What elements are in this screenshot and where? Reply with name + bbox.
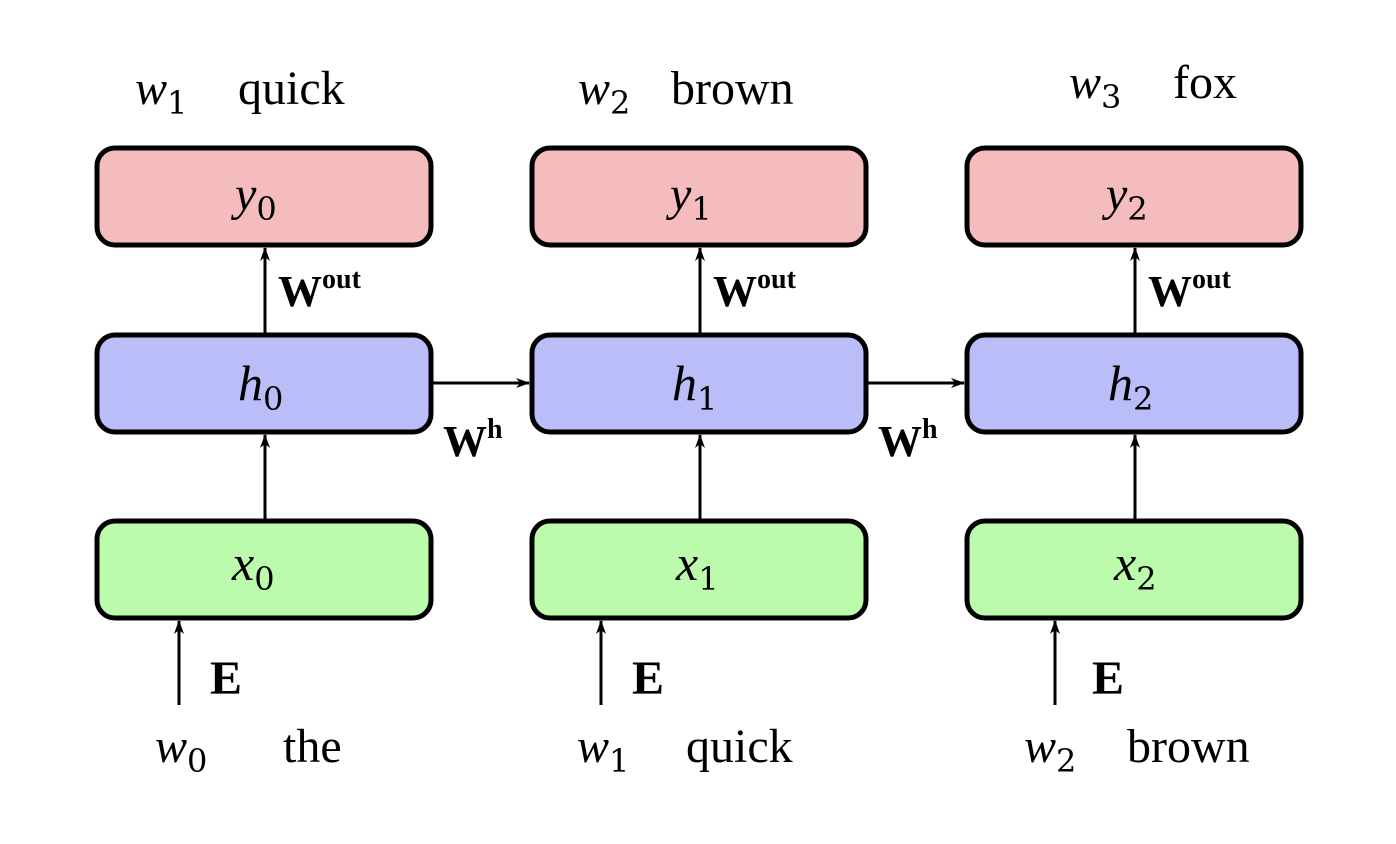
input-0-sub: 0 <box>254 560 274 598</box>
input-box-2 <box>964 518 1304 621</box>
bottom-word-0-var: w <box>155 720 187 773</box>
input-2-sub: 2 <box>1136 560 1156 598</box>
time-step-1: w2 brown y1 Wout h1 x1 E w1 quick Wh <box>529 62 965 780</box>
recurrent-weight-0-base: W <box>443 417 487 466</box>
top-word-1-var: w <box>578 62 610 115</box>
bottom-word-0-text: the <box>283 720 342 773</box>
input-box-0 <box>94 518 434 621</box>
out-weight-2-base: W <box>1148 267 1192 316</box>
top-word-1-sub: 2 <box>610 84 630 122</box>
output-label-2: y2 <box>1101 168 1148 228</box>
input-1-var: x <box>675 535 698 591</box>
bottom-word-2-text: brown <box>1127 720 1250 773</box>
bottom-word-1-text: quick <box>686 720 793 773</box>
hidden-label-1: h1 <box>672 355 717 418</box>
output-2-sub: 2 <box>1127 190 1147 228</box>
output-label-1: y1 <box>665 168 712 228</box>
input-label-0: x0 <box>231 535 275 598</box>
input-box-1 <box>529 518 869 621</box>
time-step-2: w3 fox y2 Wout h2 x2 E w2 brown <box>964 56 1304 780</box>
output-1-var: y <box>665 168 692 221</box>
input-1-sub: 1 <box>698 560 718 598</box>
bottom-word-2-var: w <box>1024 720 1056 773</box>
input-label-1: x1 <box>675 535 719 598</box>
output-2-var: y <box>1101 168 1128 221</box>
input-2-var: x <box>1113 535 1136 591</box>
hidden-label-2: h2 <box>1108 355 1153 418</box>
output-box-0 <box>94 145 434 248</box>
bottom-word-2-sub: 2 <box>1056 742 1076 780</box>
top-word-0-text: quick <box>238 62 345 115</box>
recurrent-weight-0-sup: h <box>487 414 503 445</box>
hidden-0-var: h <box>238 355 263 411</box>
bottom-word-2: w2 <box>1024 720 1076 780</box>
hidden-box-2 <box>964 332 1304 435</box>
hidden-2-var: h <box>1108 355 1133 411</box>
out-weight-0-base: W <box>278 267 322 316</box>
top-word-2-var: w <box>1069 56 1101 109</box>
input-0-var: x <box>231 535 254 591</box>
out-weight-1-sup: out <box>757 264 797 295</box>
output-0-var: y <box>230 168 257 221</box>
top-word-0-var: w <box>135 62 167 115</box>
top-word-1-text: brown <box>671 62 794 115</box>
recurrent-weight-label-1: Wh <box>878 414 938 466</box>
hidden-0-sub: 0 <box>263 380 283 418</box>
recurrent-weight-1-sup: h <box>922 414 938 445</box>
out-weight-2-sup: out <box>1192 264 1232 295</box>
input-label-2: x2 <box>1113 535 1157 598</box>
output-box-1 <box>529 145 869 248</box>
output-0-sub: 0 <box>256 190 276 228</box>
recurrent-weight-1-base: W <box>878 417 922 466</box>
output-1-sub: 1 <box>691 190 711 228</box>
bottom-word-0: w0 <box>155 720 207 780</box>
time-step-0: w1 quick y0 Wout h0 x0 E w0 the <box>94 62 530 780</box>
bottom-word-1: w1 <box>577 720 629 780</box>
bottom-word-1-sub: 1 <box>609 742 629 780</box>
output-box-2 <box>964 145 1304 248</box>
top-word-0-sub: 1 <box>167 84 187 122</box>
recurrent-weight-label-0: Wh <box>443 414 503 466</box>
embedding-label-1: E <box>632 652 664 705</box>
top-word-2-text: fox <box>1173 56 1237 109</box>
out-weight-label-0: Wout <box>278 264 362 316</box>
top-word-2-sub: 3 <box>1101 78 1121 116</box>
out-weight-1-base: W <box>713 267 757 316</box>
bottom-word-1-var: w <box>577 720 609 773</box>
embedding-label-2: E <box>1092 652 1124 705</box>
out-weight-0-sup: out <box>322 264 362 295</box>
hidden-1-sub: 1 <box>697 380 717 418</box>
hidden-1-var: h <box>672 355 697 411</box>
bottom-word-0-sub: 0 <box>187 742 207 780</box>
top-word-1: w2 <box>578 62 630 122</box>
top-word-0: w1 <box>135 62 187 122</box>
output-label-0: y0 <box>230 168 277 228</box>
top-word-2: w3 <box>1069 56 1121 116</box>
hidden-2-sub: 2 <box>1133 380 1153 418</box>
out-weight-label-2: Wout <box>1148 264 1232 316</box>
hidden-label-0: h0 <box>238 355 283 418</box>
embedding-label-0: E <box>210 652 242 705</box>
out-weight-label-1: Wout <box>713 264 797 316</box>
